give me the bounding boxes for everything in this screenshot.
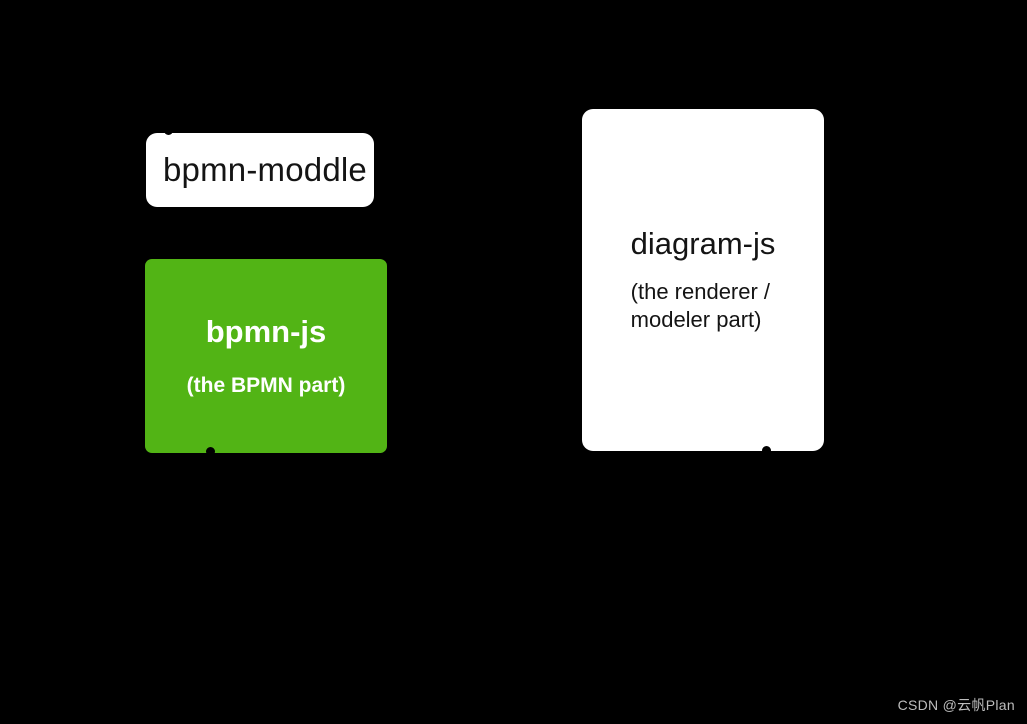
node-bpmn-js-sublabel: (the BPMN part) [186, 374, 346, 397]
node-bpmn-js: bpmn-js (the BPMN part) [145, 259, 387, 453]
node-diagram-js-sublabel-line1: (the renderer / [630, 278, 771, 304]
watermark-text: CSDN @云帆Plan [897, 697, 1015, 713]
node-diagram-js: diagram-js (the renderer / modeler part) [582, 109, 824, 451]
node-diagram-js-sublabel-line2: modeler part) [630, 307, 762, 332]
node-bpmn-moddle-label: bpmn-moddle [163, 151, 367, 188]
connector-dot-bpmn-js-bottom [206, 447, 215, 456]
connector-dot-diagram-js-bottom [762, 446, 771, 455]
node-diagram-js-text-block: diagram-js (the renderer / modeler part) [631, 226, 776, 334]
node-diagram-js-label: diagram-js [630, 225, 776, 261]
node-bpmn-js-label: bpmn-js [205, 314, 327, 349]
node-bpmn-moddle: bpmn-moddle [146, 133, 374, 207]
node-diagram-js-sublabel: (the renderer / modeler part) [631, 278, 776, 334]
connector-dot-bpmn-moddle-top [164, 126, 173, 135]
